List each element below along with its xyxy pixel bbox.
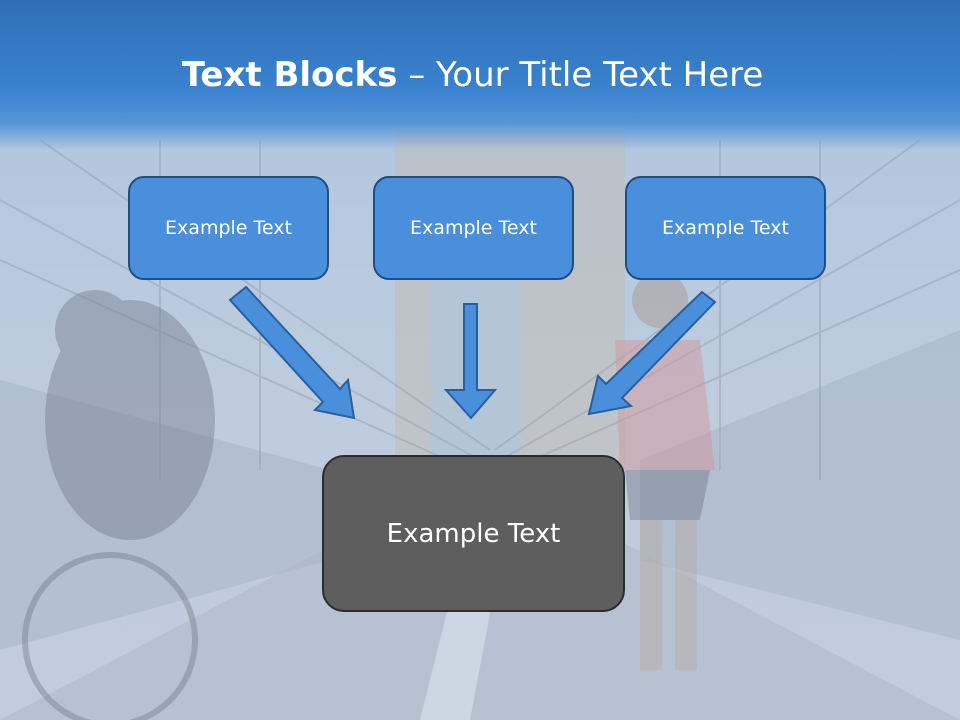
arrow-center-down	[443, 303, 498, 420]
title-rest-part: Your Title Text Here	[436, 55, 764, 95]
title-dash: –	[397, 55, 437, 95]
arrow-left-diagonal	[228, 285, 356, 420]
title-band	[0, 0, 960, 150]
arrow-right-diagonal	[587, 290, 717, 416]
text-block-left-label: Example Text	[165, 217, 292, 239]
text-block-right[interactable]: Example Text	[625, 176, 826, 280]
right-railing	[640, 330, 960, 640]
cyclist-silhouette	[22, 290, 215, 720]
title-bold-part: Text Blocks	[181, 55, 398, 95]
left-railing	[0, 380, 330, 650]
slide-title: Text Blocks – Your Title Text Here	[0, 52, 945, 98]
text-block-left[interactable]: Example Text	[128, 176, 329, 280]
text-block-bottom[interactable]: Example Text	[322, 455, 625, 612]
text-block-bottom-label: Example Text	[386, 518, 561, 549]
text-block-right-label: Example Text	[662, 217, 789, 239]
text-block-center-label: Example Text	[410, 217, 537, 239]
text-block-center[interactable]: Example Text	[373, 176, 574, 280]
